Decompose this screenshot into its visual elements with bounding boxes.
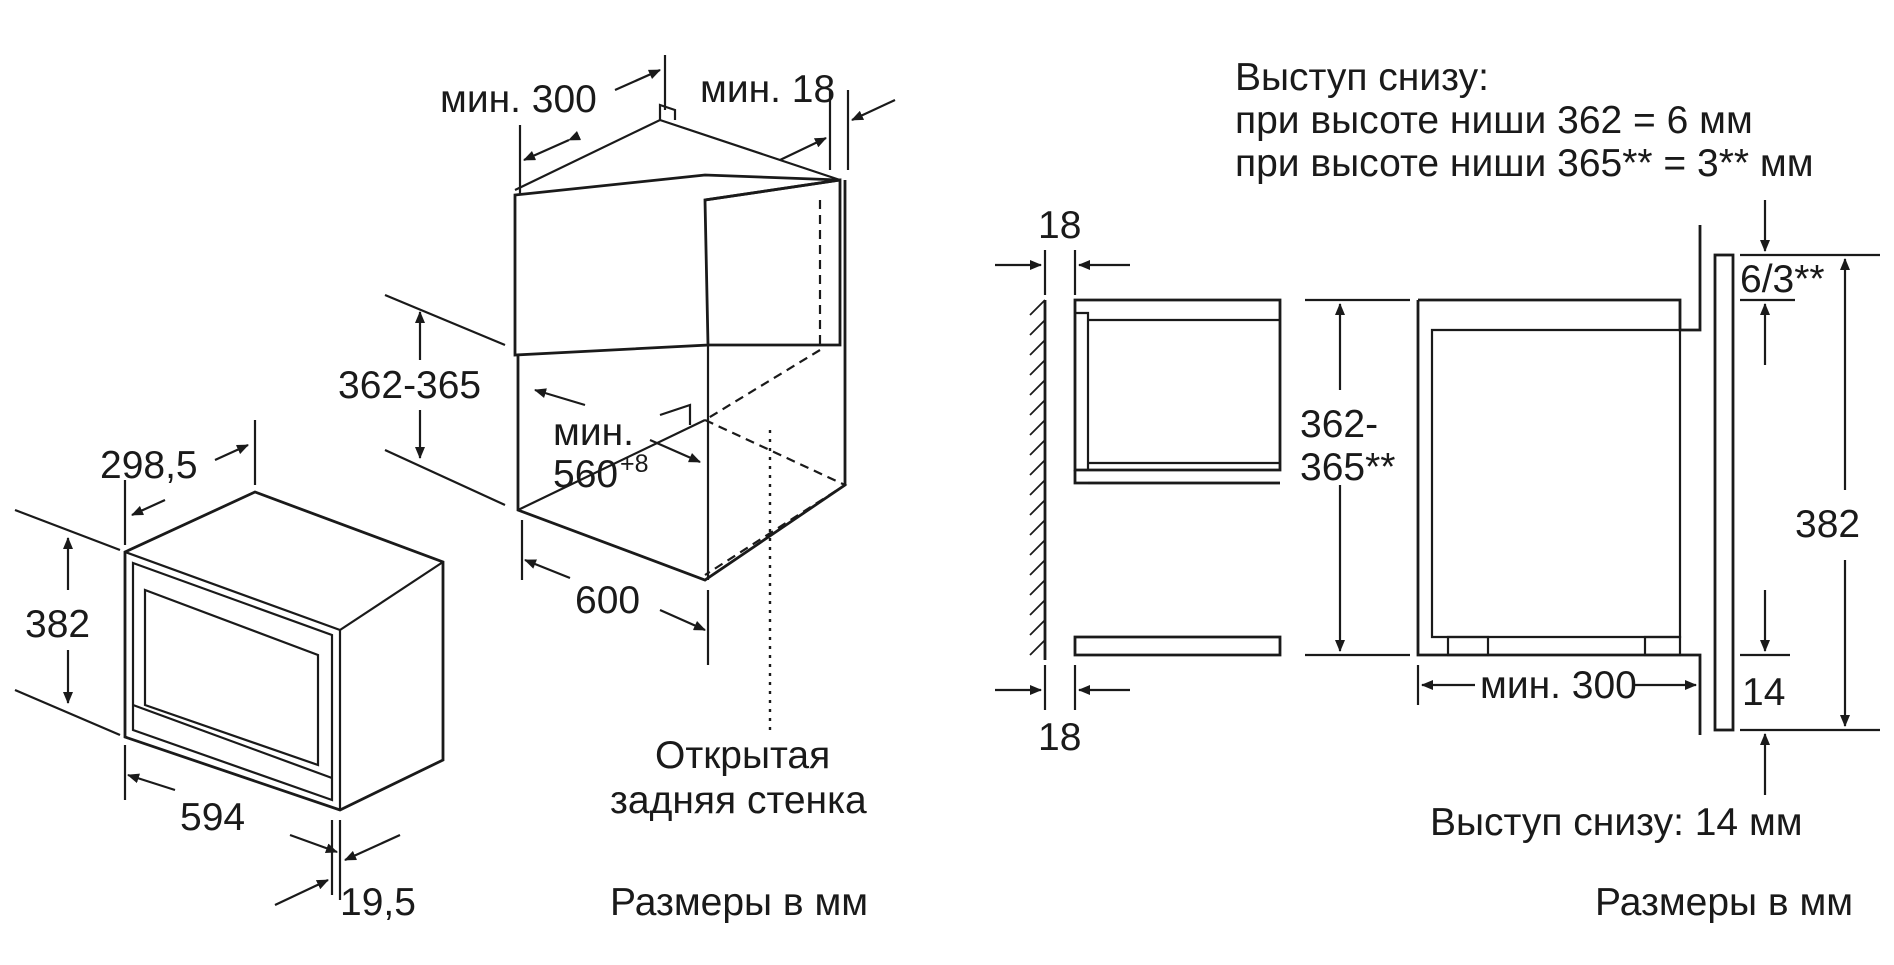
appliance-window (143, 588, 320, 767)
niche-height-line2: 365** (1300, 446, 1395, 489)
front-depth-label: 19,5 (340, 881, 416, 924)
appliance-door-frame (131, 561, 334, 802)
protrusion-bottom-label: Выступ снизу: 14 мм (1430, 801, 1803, 844)
appliance-depth-label: 298,5 (100, 444, 198, 487)
left-units-note: Размеры в мм (610, 881, 868, 924)
upper-shelf-section (1073, 298, 1282, 472)
opening-min-value: 560 (553, 453, 618, 496)
panel-top-label: 18 (1038, 204, 1081, 247)
appliance-width-label: 594 (180, 796, 245, 839)
appliance-front-edge (124, 550, 342, 810)
rail-bracket (659, 403, 692, 425)
protrusion-title: Выступ снизу: (1235, 56, 1489, 99)
appliance-height-label: 382 (25, 603, 90, 646)
appliance-side-outline (1416, 225, 1702, 735)
total-height-label: 382 (1795, 503, 1860, 546)
appliance-side-inner (1430, 328, 1682, 639)
opening-tolerance: +8 (620, 450, 649, 478)
appliance-top-edge (339, 561, 444, 631)
open-back-line1: Открытая (655, 734, 830, 777)
cabinet-hidden-rear (704, 200, 822, 421)
cabinet-hidden-floor (704, 419, 848, 576)
cabinet-top-rear (658, 103, 677, 120)
panel-bottom-label: 18 (1038, 716, 1081, 759)
cabinet-width-label: 600 (575, 579, 640, 622)
appliance-body (123, 490, 445, 812)
top-offset-label: 6/3** (1740, 258, 1825, 301)
niche-outline (516, 180, 847, 582)
cabinet-depth-label: мин. 300 (440, 78, 597, 121)
appliance-foot-rear (1643, 635, 1682, 657)
upper-cabinet-side (704, 178, 842, 347)
opening-min-prefix: мин. (553, 411, 634, 454)
niche-height-line1: 362- (1300, 403, 1378, 446)
bottom-offset-label: 14 (1742, 671, 1785, 714)
side-section-drawing: Выступ снизу: при высоте ниши 362 = 6 мм… (995, 56, 1880, 844)
appliance-front-panel (1713, 253, 1735, 732)
upper-cabinet-front (513, 173, 841, 357)
appliance-foot-front (1446, 635, 1490, 657)
niche-floor-edge (517, 419, 706, 511)
lower-shelf-section (1073, 635, 1282, 657)
appliance-control-strip (132, 703, 333, 780)
protrusion-365: при высоте ниши 365** = 3** мм (1235, 142, 1814, 185)
appliance-drawing: 298,5 382 594 19,5 (14, 420, 445, 924)
cabinet-drawing: мин. 300 мин. 18 362-365 мин. 560 +8 600… (338, 55, 896, 822)
cabinet-side-label: мин. 18 (700, 68, 835, 111)
side-depth-label: мин. 300 (1480, 664, 1637, 707)
open-back-line2: задняя стенка (610, 779, 867, 822)
upper-shelf-inner (1075, 311, 1090, 470)
cabinet-height-label: 362-365 (338, 364, 481, 407)
wall-hatching (1029, 299, 1046, 656)
protrusion-362: при высоте ниши 362 = 6 мм (1235, 99, 1753, 142)
right-units-note: Размеры в мм (1595, 881, 1853, 924)
